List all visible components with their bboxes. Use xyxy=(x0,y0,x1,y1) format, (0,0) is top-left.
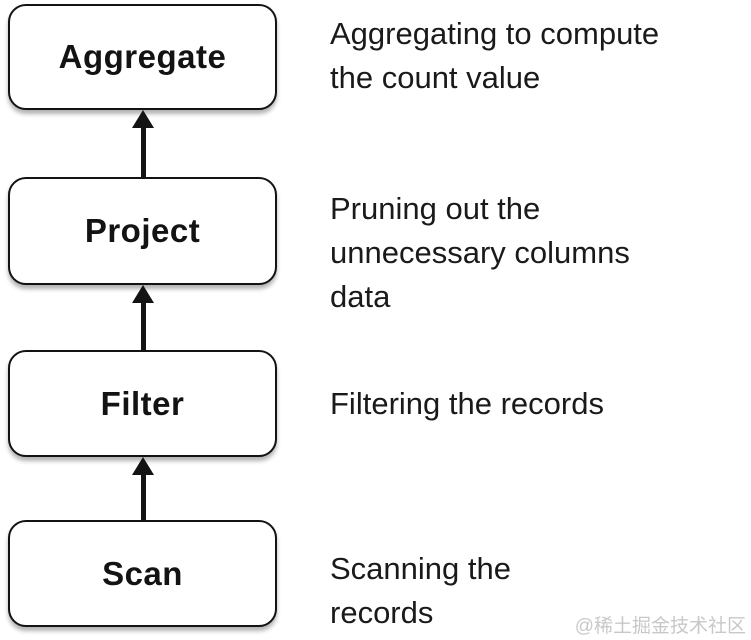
node-project-label: Project xyxy=(84,212,201,249)
arrow-scan-to-filter xyxy=(132,457,154,521)
arrow-project-to-aggregate xyxy=(132,110,154,178)
arrow-shaft xyxy=(140,471,146,521)
node-aggregate-label: Aggregate xyxy=(58,38,227,75)
description-aggregate: Aggregating to compute the count value xyxy=(330,16,660,95)
description-filter: Filtering the records xyxy=(330,386,604,421)
node-scan-label: Scan xyxy=(102,554,183,592)
node-aggregate: Aggregate xyxy=(8,4,277,110)
description-project: Pruning out the unnecessary columns data xyxy=(330,191,630,314)
node-filter: Filter xyxy=(8,350,277,457)
arrow-up-icon xyxy=(132,457,154,475)
arrow-shaft xyxy=(140,299,146,351)
node-filter-label: Filter xyxy=(100,384,185,422)
arrow-filter-to-project xyxy=(132,285,154,351)
description-scan: Scanning the records xyxy=(330,551,511,630)
arrow-shaft xyxy=(140,124,146,178)
arrow-up-icon xyxy=(132,110,154,128)
node-project: Project xyxy=(8,177,277,285)
arrow-up-icon xyxy=(132,285,154,303)
node-scan: Scan xyxy=(8,520,277,627)
watermark: @稀土掘金技术社区 xyxy=(574,616,746,637)
